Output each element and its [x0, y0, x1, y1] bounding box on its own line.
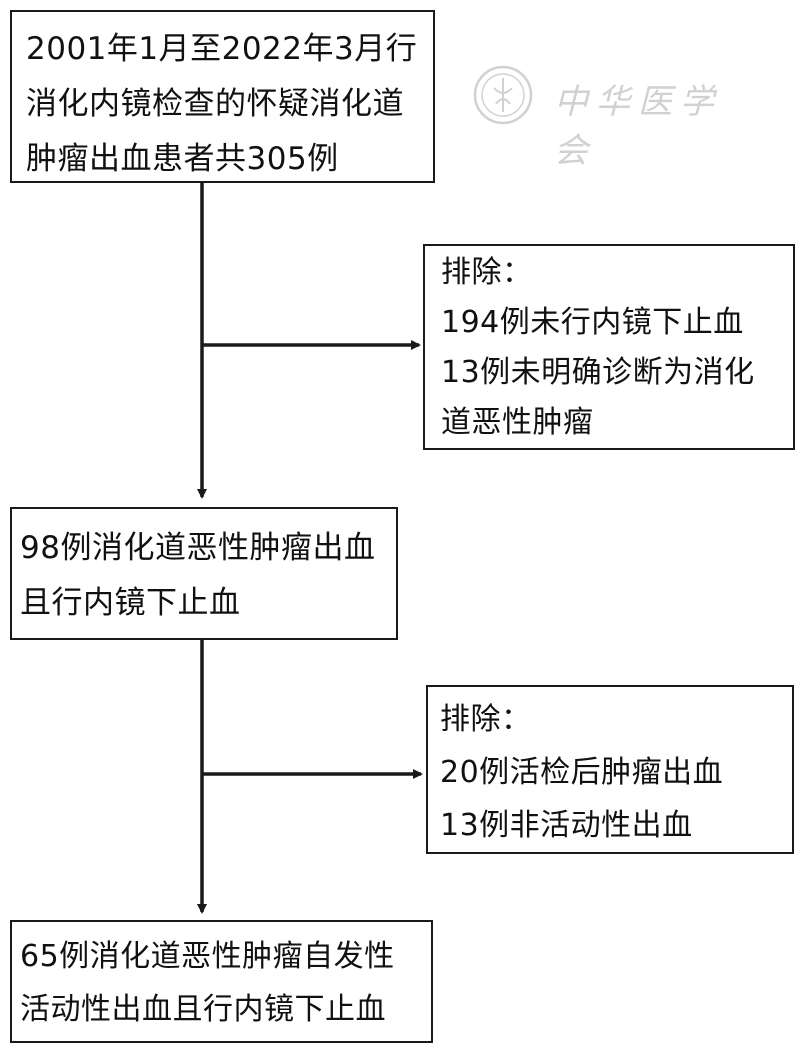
box-initial-cohort: 2001年1月至2022年3月行 消化内镜检查的怀疑消化道 肿瘤出血患者共305… [10, 10, 435, 183]
box-exclusion-2: 排除： 20例活检后肿瘤出血 13例非活动性出血 [426, 685, 794, 854]
exclusion-1-heading: 排除： [441, 255, 533, 290]
watermark-text: 中华医学会 [554, 82, 722, 171]
exclusion-1-line: 13例未明确诊断为消化 [441, 355, 755, 390]
box-final-line: 活动性出血且行内镜下止血 [20, 992, 386, 1027]
box-endoscopic-line: 且行内镜下止血 [20, 585, 241, 621]
exclusion-1-line: 194例未行内镜下止血 [441, 305, 744, 340]
box-final-line: 65例消化道恶性肿瘤自发性 [20, 939, 395, 974]
exclusion-1-line: 道恶性肿瘤 [441, 405, 594, 440]
box-exclusion-1: 排除： 194例未行内镜下止血 13例未明确诊断为消化 道恶性肿瘤 [423, 244, 795, 450]
box-final-cohort: 65例消化道恶性肿瘤自发性 活动性出血且行内镜下止血 [10, 920, 433, 1043]
exclusion-2-line: 20例活检后肿瘤出血 [440, 755, 724, 790]
box-initial-line: 消化内镜检查的怀疑消化道 [26, 86, 404, 122]
box-initial-line: 肿瘤出血患者共305例 [26, 141, 339, 177]
box-endoscopic-line: 98例消化道恶性肿瘤出血 [20, 530, 376, 566]
box-endoscopic-cohort: 98例消化道恶性肿瘤出血 且行内镜下止血 [10, 507, 398, 640]
society-seal-icon [473, 65, 533, 125]
box-initial-line: 2001年1月至2022年3月行 [26, 31, 418, 67]
exclusion-2-heading: 排除： [440, 702, 532, 737]
exclusion-2-line: 13例非活动性出血 [440, 808, 693, 843]
watermark: 中华医学会 [472, 64, 762, 171]
